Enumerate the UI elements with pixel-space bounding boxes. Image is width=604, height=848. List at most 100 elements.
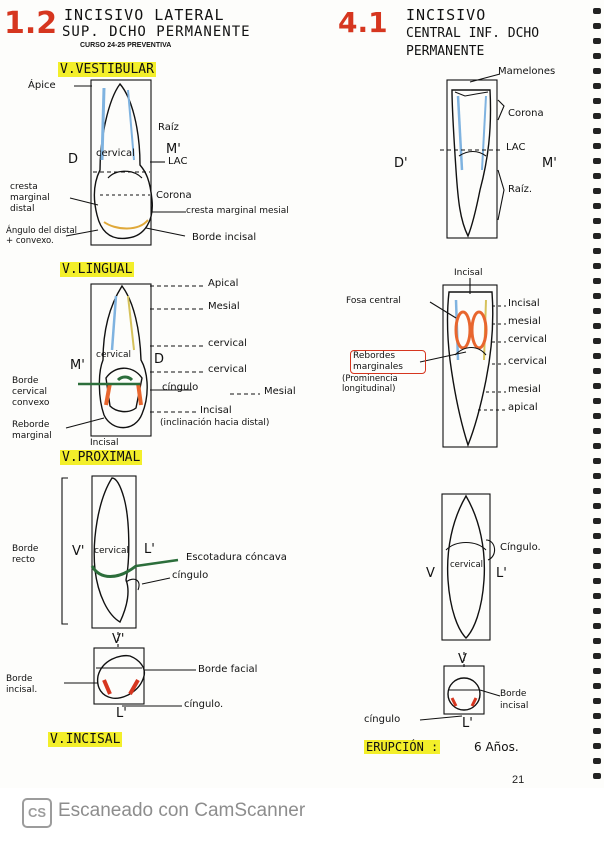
incisal-cingulo-label: cíngulo. [184,699,224,710]
right-proximal-box [441,493,491,641]
incisal-borde-label: Borde incisal. [6,674,38,695]
proximal-l-label: L' [144,542,155,557]
binding-hole [593,8,601,14]
right-mesial-label: mesial [508,316,541,327]
escotadura-label: Escotadura cóncava [186,552,287,563]
right-cervical2-label: cervical [508,356,547,367]
spiral-binding [593,8,601,779]
binding-hole [593,698,601,704]
binding-hole [593,653,601,659]
binding-hole [593,548,601,554]
incisal-bottom-label: Incisal [90,438,119,448]
right-m-label: M' [542,156,557,171]
proximal-v-label: V' [72,544,85,559]
binding-hole [593,188,601,194]
right-corona-label: Corona [508,108,544,119]
lingual-cervical-label: cervical [208,338,247,349]
proximal-tooth-outline [93,477,130,623]
reborde-label: Reborde marginal [12,420,52,441]
rebordes-label: Rebordes marginales [350,350,426,374]
vestibular-m-label: M' [166,142,181,157]
binding-hole [593,533,601,539]
binding-hole [593,263,601,269]
binding-hole [593,443,601,449]
binding-hole [593,368,601,374]
lac-label: LAC [168,156,188,167]
binding-hole [593,233,601,239]
lingual-heading: V.LINGUAL [60,262,135,277]
binding-hole [593,638,601,644]
binding-hole [593,203,601,209]
mamelones-label: Mamelones [498,66,556,77]
borde-incisal-label: Borde incisal [192,232,257,243]
course-label: CURSO 24-25 PREVENTIVA [80,42,172,49]
right-title-line1: INCISIVO [406,6,487,24]
binding-hole [593,578,601,584]
binding-hole [593,338,601,344]
right-d-label: D' [394,156,408,171]
binding-hole [593,503,601,509]
right-cervical-label: cervical [508,334,547,345]
binding-hole [593,128,601,134]
binding-hole [593,683,601,689]
right-proximal-cervical-label: cervical [450,560,484,570]
right-title-line2: CENTRAL INF. DCHO [406,26,540,41]
lingual-cervical2-label: cervical [208,364,247,375]
binding-hole [593,113,601,119]
binding-hole [593,173,601,179]
right-incisal-cingulo-label: cíngulo [364,714,401,725]
cingulo-label: cíngulo [162,382,199,393]
camscanner-logo-icon: CS [22,798,52,828]
erupcion-value: 6 Años. [474,740,519,754]
prominencia-label: (Prominencia longitudinal) [342,374,398,394]
right-incisal-top-label: Incisal [454,268,483,278]
borde-cervical-label: Borde cervical convexo [12,376,50,408]
incisal-l-label: L' [116,706,127,721]
binding-hole [593,563,601,569]
right-title-line3: PERMANENTE [406,44,485,59]
right-section-number: 4.1 [338,6,388,39]
binding-hole [593,623,601,629]
angulo-label: Ángulo del distal + convexo. [6,226,78,246]
right-incisal-tooth-outline [447,677,481,711]
binding-hole [593,98,601,104]
lingual-cervical-inner-label: cervical [96,350,131,360]
incisal-label: Incisal [200,405,232,416]
binding-hole [593,53,601,59]
right-mesial2-label: mesial [508,384,541,395]
binding-hole [593,773,601,779]
right-vestibular-box [446,79,498,239]
binding-hole [593,158,601,164]
incisal-tooth-outline [96,654,146,699]
raiz-label: Raíz [158,122,179,133]
binding-hole [593,758,601,764]
binding-hole [593,68,601,74]
binding-hole [593,218,601,224]
binding-hole [593,353,601,359]
left-section-number: 1.2 [4,6,58,41]
apical-label: Apical [208,278,239,289]
right-borde-incisal-label: Borde incisal [500,689,529,711]
binding-hole [593,143,601,149]
binding-hole [593,428,601,434]
borde-recto-label: Borde recto [12,544,39,565]
right-incisal-l-label: L' [462,716,473,731]
lingual-tooth-outline [98,284,148,429]
proximal-heading: V.PROXIMAL [60,450,143,465]
binding-hole [593,413,601,419]
binding-hole [593,668,601,674]
incisal-v-label: V' [112,632,125,647]
left-title-line2: SUP. DCHO PERMANENTE [62,24,251,40]
binding-hole [593,308,601,314]
apice-label: Ápice [28,80,56,91]
binding-hole [593,83,601,89]
lingual-box [90,283,152,437]
right-incisal-v-label: V [458,652,467,667]
right-apical-label: apical [508,402,538,413]
lingual-d-label: D [154,352,165,367]
right-incisal-label: Incisal [508,298,540,309]
right-raiz-label: Raíz. [508,184,533,195]
mesial2-label: Mesial [264,386,296,397]
